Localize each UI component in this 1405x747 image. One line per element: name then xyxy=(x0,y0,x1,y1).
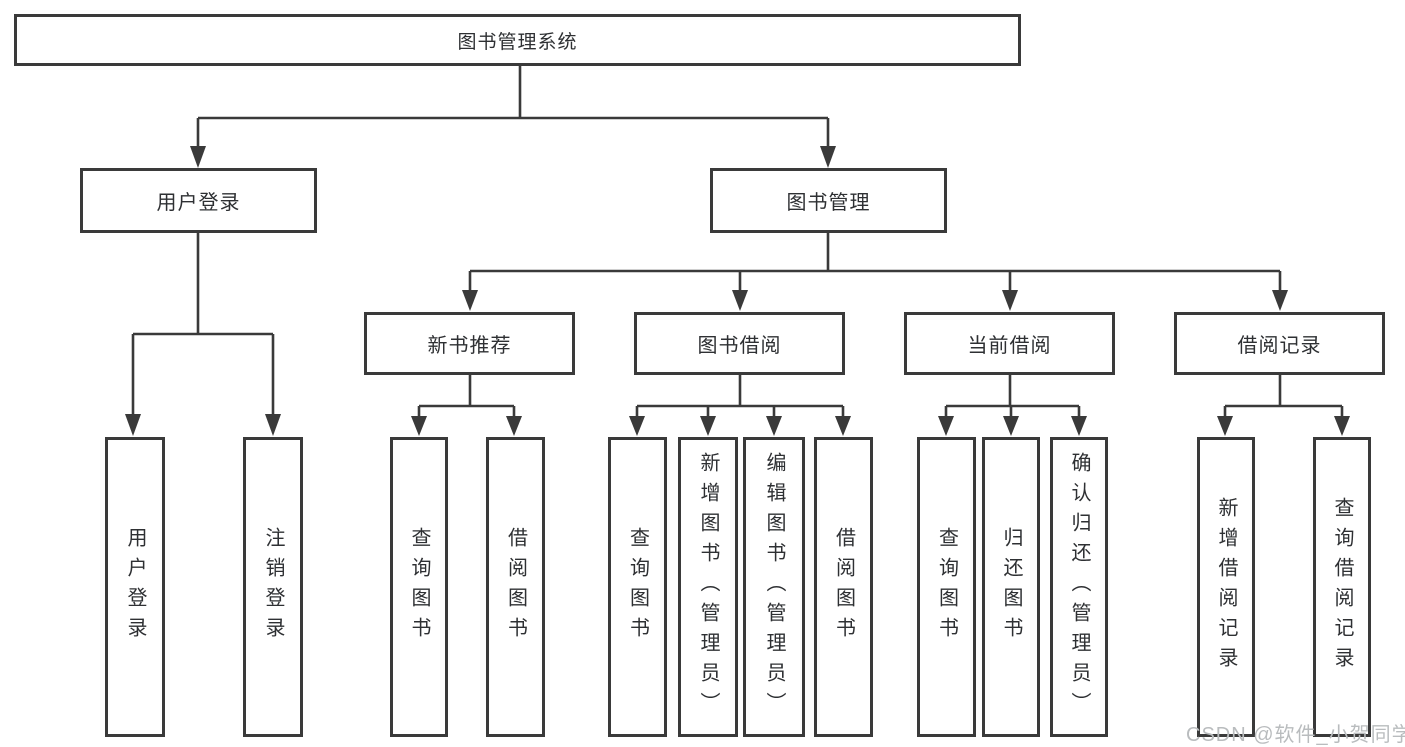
leaf-add-borrow-record: 新增借阅记录 xyxy=(1197,437,1255,737)
node-label: 新书推荐 xyxy=(427,335,512,357)
leaf-label: 新增借阅记录 xyxy=(1215,497,1237,677)
leaf-label: 查询图书 xyxy=(935,527,958,647)
csdn-watermark: CSDN @软件_小贺同学 xyxy=(1186,724,1405,746)
node-user-login: 用户登录 xyxy=(80,168,317,233)
leaf-label: 确认归还（管理员） xyxy=(1068,452,1090,722)
node-new-book-recommend: 新书推荐 xyxy=(364,312,575,375)
leaf-edit-books-admin: 编辑图书（管理员） xyxy=(743,437,805,737)
leaf-label: 查询图书 xyxy=(626,527,649,647)
node-borrow-records: 借阅记录 xyxy=(1174,312,1385,375)
leaf-label: 编辑图书（管理员） xyxy=(763,452,785,722)
leaf-label: 新增图书（管理员） xyxy=(697,452,719,722)
leaf-user-login: 用户登录 xyxy=(105,437,165,737)
leaf-label: 查询借阅记录 xyxy=(1331,497,1353,677)
leaf-label: 查询图书 xyxy=(408,527,430,647)
node-book-borrow: 图书借阅 xyxy=(634,312,845,375)
node-label: 借阅记录 xyxy=(1237,335,1322,357)
leaf-logout: 注销登录 xyxy=(243,437,303,737)
leaf-recommend-borrow-books: 借阅图书 xyxy=(486,437,545,737)
leaf-label: 用户登录 xyxy=(124,527,146,647)
node-label: 图书借阅 xyxy=(697,335,782,357)
leaf-recommend-query-books: 查询图书 xyxy=(390,437,448,737)
node-current-borrow: 当前借阅 xyxy=(904,312,1115,375)
node-book-management: 图书管理 xyxy=(710,168,947,233)
node-label: 用户登录 xyxy=(156,192,241,214)
node-label: 图书管理 xyxy=(786,192,871,214)
leaf-borrow-query-books: 查询图书 xyxy=(608,437,667,737)
leaf-borrow-books: 借阅图书 xyxy=(814,437,873,737)
leaf-label: 借阅图书 xyxy=(504,527,527,647)
node-library-management-system: 图书管理系统 xyxy=(14,14,1021,66)
leaf-current-query-books: 查询图书 xyxy=(917,437,976,737)
node-label: 图书管理系统 xyxy=(457,31,578,53)
leaf-add-books-admin: 新增图书（管理员） xyxy=(678,437,738,737)
leaf-label: 注销登录 xyxy=(262,527,284,647)
leaf-return-books: 归还图书 xyxy=(982,437,1040,737)
node-label: 当前借阅 xyxy=(967,335,1052,357)
leaf-confirm-return-admin: 确认归还（管理员） xyxy=(1050,437,1108,737)
leaf-label: 归还图书 xyxy=(1000,527,1022,647)
leaf-query-borrow-record: 查询借阅记录 xyxy=(1313,437,1371,737)
leaf-label: 借阅图书 xyxy=(832,527,855,647)
arrowhead-icons xyxy=(125,146,1350,436)
